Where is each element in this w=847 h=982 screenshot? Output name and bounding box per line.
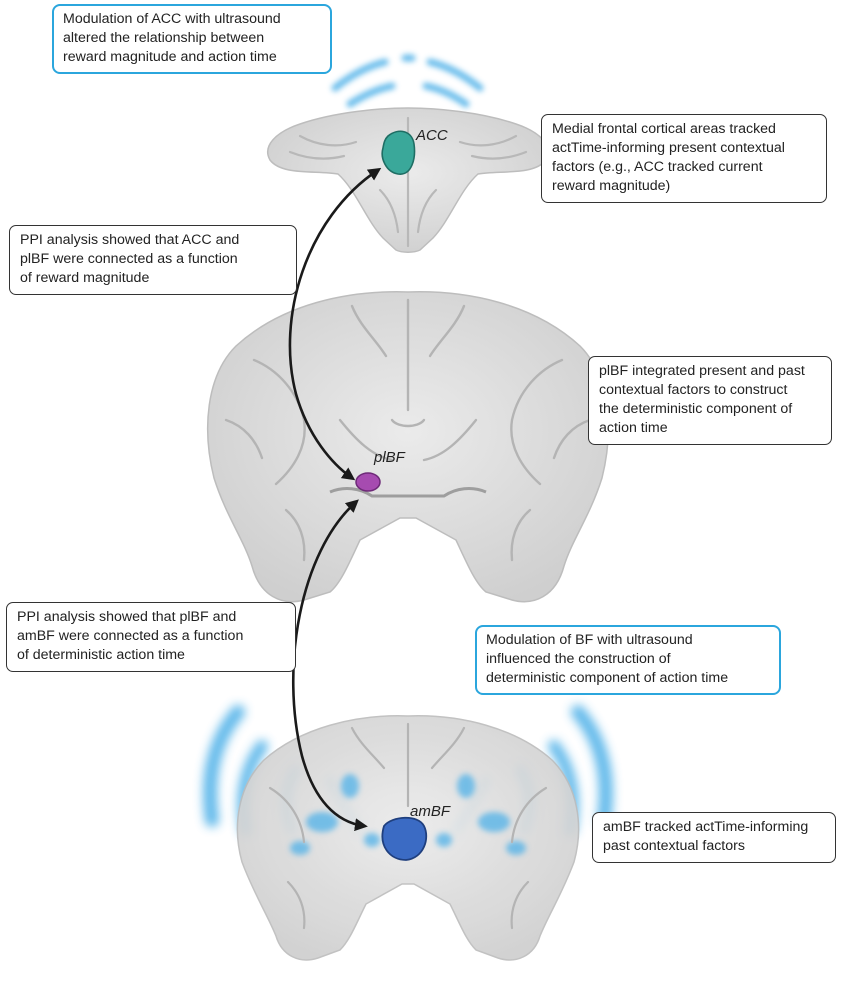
ppi-acc-plbf-callout: PPI analysis showed that ACC and plBF we… [9,225,297,295]
brain-slice-top-icon [268,58,549,252]
callout-line: amBF tracked actTime-informing [603,818,825,837]
callout-line: past contextual factors [603,837,825,856]
callout-line: actTime-informing present contextual [552,139,816,158]
callout-line: plBF integrated present and past [599,362,821,381]
callout-line: PPI analysis showed that ACC and [20,231,286,250]
callout-line: of reward magnitude [20,269,286,288]
callout-line: plBF were connected as a function [20,250,286,269]
ultrasound-wave-icon [335,58,480,104]
callout-line: contextual factors to construct [599,381,821,400]
callout-line: amBF were connected as a function [17,627,285,646]
medial-frontal-callout: Medial frontal cortical areas tracked ac… [541,114,827,203]
brain-slice-bottom-icon [210,712,606,960]
callout-line: PPI analysis showed that plBF and [17,608,285,627]
ambf-region [382,818,426,860]
acc-ultrasound-callout: Modulation of ACC with ultrasound altere… [52,4,332,74]
callout-line: reward magnitude and action time [63,48,321,67]
callout-line: Modulation of BF with ultrasound [486,631,770,650]
plbf-label: plBF [373,449,406,466]
callout-line: Modulation of ACC with ultrasound [63,10,321,29]
callout-line: deterministic component of action time [486,669,770,688]
brain-slice-middle-icon [208,292,609,602]
callout-line: the deterministic component of [599,400,821,419]
callout-line: altered the relationship between [63,29,321,48]
acc-region [382,131,414,174]
ambf-label: amBF [410,803,451,820]
plbf-region [356,473,380,491]
callout-line: influenced the construction of [486,650,770,669]
bf-ultrasound-callout: Modulation of BF with ultrasound influen… [475,625,781,695]
callout-line: Medial frontal cortical areas tracked [552,120,816,139]
callout-line: reward magnitude) [552,177,816,196]
callout-line: factors (e.g., ACC tracked current [552,158,816,177]
ambf-tracked-callout: amBF tracked actTime-informing past cont… [592,812,836,863]
callout-line: action time [599,419,821,438]
plbf-integrated-callout: plBF integrated present and past context… [588,356,832,445]
callout-line: of deterministic action time [17,646,285,665]
acc-label: ACC [415,127,448,144]
ppi-plbf-ambf-callout: PPI analysis showed that plBF and amBF w… [6,602,296,672]
